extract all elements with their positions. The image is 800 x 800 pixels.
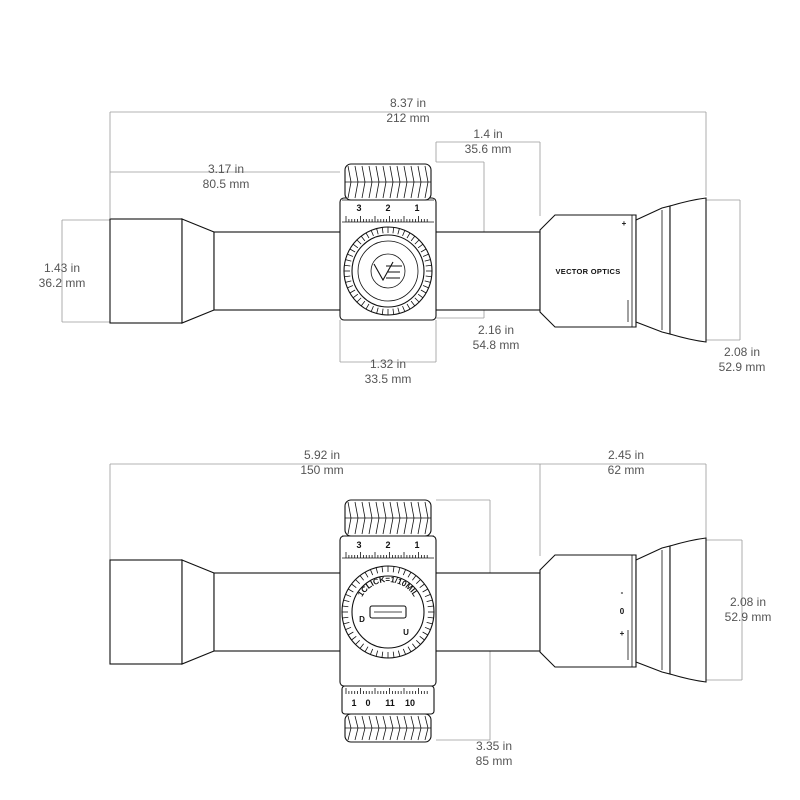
bottom-dial-number-2: 2 [385,540,390,550]
turret-width-mm: 33.5 mm [365,372,412,386]
turret-height-in: 2.16 in [478,323,514,337]
objective-diameter-in: 1.43 in [44,261,80,275]
lower-dial-number-0: 0 [365,698,370,708]
lower-dial-number-10: 10 [405,698,415,708]
bottom-dial-number-3: 3 [356,540,361,550]
bottom-view: 3 2 1 1CLICK=1/10MIL U D 1 0 11 10 [109,448,772,768]
lower-dial-number-11: 11 [385,698,395,708]
turret-height-mm: 54.8 mm [473,338,520,352]
bottom-dial-number-1: 1 [414,540,419,550]
eyepiece-length-mm: 62 mm [608,463,645,477]
brand-label: VECTOR OPTICS [555,267,620,276]
top-dial-number-2: 2 [385,203,390,213]
tube-length-mm: 150 mm [300,463,343,477]
turret-total-height-mm: 85 mm [476,754,513,768]
turret-to-eyepiece-in: 1.4 in [473,127,502,141]
bottom-eyepiece-diameter-mm: 52.9 mm [725,610,772,624]
dial-ticks [345,688,428,694]
turret-width-in: 1.32 in [370,357,406,371]
dial-ticks [345,216,428,222]
turret-letter-u: U [403,628,409,637]
eyepiece-mark-minus: - [621,588,624,597]
top-eyepiece-diameter-mm: 52.9 mm [719,360,766,374]
top-dimension-lines [61,111,741,363]
dial-ticks [345,552,428,558]
top-dial-number-3: 3 [356,203,361,213]
eyepiece-mark-zero: 0 [620,607,625,616]
top-dial-number-1: 1 [414,203,419,213]
knurl-pattern [347,715,429,741]
objective-to-turret-in: 3.17 in [208,162,244,176]
knurl-pattern [347,501,429,535]
bottom-dimension-lines [109,463,743,741]
bottom-turret: 3 2 1 1CLICK=1/10MIL U D 1 0 11 10 [339,499,437,743]
overall-length-mm: 212 mm [386,111,429,125]
bottom-eyepiece-diameter-in: 2.08 in [730,595,766,609]
top-eyepiece-diameter-in: 2.08 in [724,345,760,359]
overall-length-in: 8.37 in [390,96,426,110]
gear-teeth [344,227,432,315]
vector-logo-icon [370,253,406,289]
turret-total-height-in: 3.35 in [476,739,512,753]
top-scope-body [109,197,707,343]
top-zoom-mark: + [622,219,627,228]
eyepiece-length-in: 2.45 in [608,448,644,462]
top-view: 3 2 1 VECTOR OPTICS + 8.37 in 212 mm 3.1… [39,96,766,386]
lower-dial-number-1: 1 [351,698,356,708]
turret-to-eyepiece-mm: 35.6 mm [465,142,512,156]
turret-letter-d: D [359,615,365,624]
knurl-pattern [347,165,429,199]
eyepiece-mark-plus: + [620,629,625,638]
tube-length-in: 5.92 in [304,448,340,462]
top-turret: 3 2 1 [339,163,437,321]
gear-teeth [342,566,434,658]
objective-diameter-mm: 36.2 mm [39,276,86,290]
objective-to-turret-mm: 80.5 mm [203,177,250,191]
